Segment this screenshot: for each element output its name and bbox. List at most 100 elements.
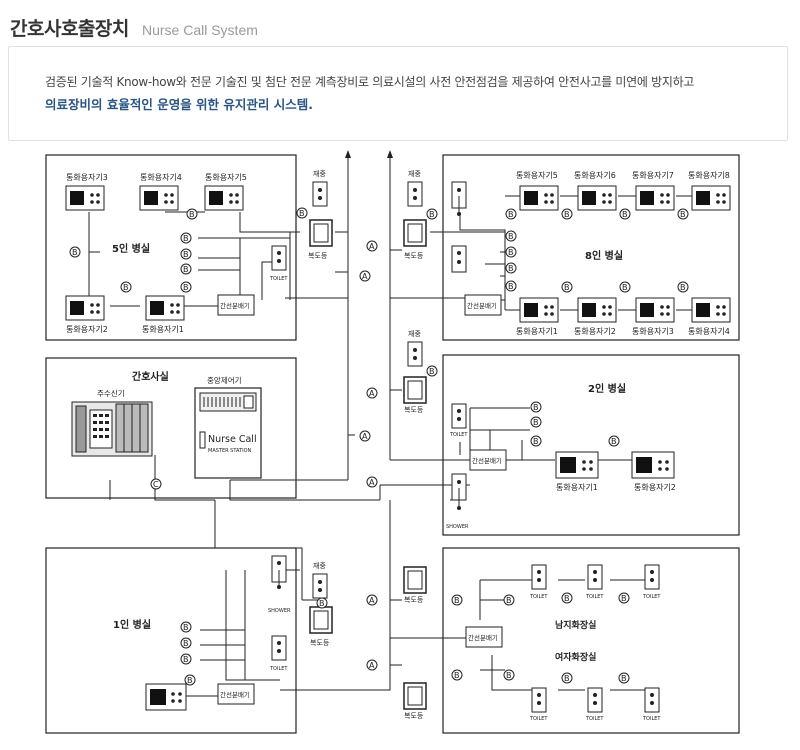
shower-label: SHOWER: [446, 524, 469, 530]
reset-label: 재중: [408, 170, 421, 178]
intercom-station: [65, 295, 105, 321]
svg-text:B: B: [506, 596, 512, 605]
marker-b: B: [677, 208, 689, 220]
marker-b: B: [180, 248, 192, 260]
svg-text:B: B: [454, 671, 460, 680]
svg-text:A: A: [369, 661, 375, 670]
toilet-label: TOILET: [269, 276, 288, 282]
marker-a: A: [359, 270, 371, 282]
svg-text:B: B: [564, 674, 570, 683]
marker-b: B: [618, 672, 630, 684]
marker-b: B: [180, 232, 192, 244]
marker-b: B: [316, 597, 328, 609]
toilet-units: TOILET TOILET TOILET TOILET TOILET TOILE…: [269, 245, 661, 722]
station-label: 통화용자기7: [632, 171, 674, 180]
svg-text:B: B: [564, 210, 570, 219]
svg-text:B: B: [183, 639, 189, 648]
svg-text:B: B: [508, 232, 514, 241]
toilet-label: TOILET: [269, 666, 288, 672]
svg-text:B: B: [680, 210, 686, 219]
junction-label: 간선분배기: [220, 690, 250, 699]
page-title: 간호사호출장치: [10, 18, 129, 40]
room-label-womens-restroom: 여자화장실: [555, 651, 596, 663]
markers: A A A A A A A B B B B B B B B B B B B B …: [69, 207, 689, 686]
svg-text:B: B: [533, 418, 539, 427]
corridor-lamp-label: 복도등: [404, 596, 424, 604]
intercom-station: [139, 185, 179, 211]
intro-text: 검증된 기술적 Know-how와 전문 기술진 및 첨단 전문 계측장비로 의…: [45, 75, 695, 89]
wiring: [88, 155, 692, 697]
svg-text:B: B: [429, 367, 435, 376]
room-label-ward2: 2인 병실: [588, 382, 626, 395]
intercom-station: [691, 185, 731, 211]
marker-b: B: [505, 246, 517, 258]
station-label: 통화용자기1: [516, 327, 558, 336]
room-ward5: [45, 154, 297, 341]
station-label: 통화용자기4: [688, 327, 730, 336]
junction-boxes: 간선분배기 간선분배기 간선분배기 간선분배기 간선분배기: [217, 294, 507, 705]
room-label-ward8: 8인 병실: [585, 249, 623, 262]
main-receiver: [71, 401, 153, 457]
intercom-station: [65, 185, 105, 211]
marker-b: B: [180, 621, 192, 633]
marker-a: A: [366, 476, 378, 488]
marker-b: B: [505, 208, 517, 220]
intercom-station: [204, 185, 244, 211]
intercom-station: [519, 185, 559, 211]
svg-text:B: B: [508, 264, 514, 273]
svg-text:B: B: [189, 210, 195, 219]
junction-label: 간선분배기: [220, 301, 250, 310]
svg-text:B: B: [533, 403, 539, 412]
station-label: 통화용자기1: [556, 483, 598, 492]
ward8-stations: 통화용자기5 통화용자기6 통화용자기7 통화용자기8 통화용자기1 통화용자기…: [516, 171, 731, 336]
toilet-label: TOILET: [529, 594, 548, 600]
intercom-station: [635, 185, 675, 211]
svg-text:B: B: [299, 209, 305, 218]
central-controller: [194, 387, 262, 479]
marker-a: A: [366, 240, 378, 252]
intercom-station: [691, 297, 731, 323]
room-ward2: [442, 354, 740, 536]
svg-text:B: B: [508, 248, 514, 257]
intercom-station: [635, 297, 675, 323]
station-label: 통화용자기3: [632, 327, 674, 336]
marker-b: B: [505, 262, 517, 274]
station-label: 통화용자기6: [574, 171, 616, 180]
room-ward8: [442, 154, 740, 341]
station-label: 통화용자기1: [142, 325, 184, 334]
shower-units: SHOWER SHOWER: [268, 181, 469, 614]
marker-b: B: [530, 416, 542, 428]
marker-b: B: [451, 669, 463, 681]
station-label: 통화용자기2: [574, 327, 616, 336]
toilet-label: TOILET: [529, 716, 548, 722]
svg-text:B: B: [533, 437, 539, 446]
central-controller-label: 중앙제어기: [207, 375, 242, 385]
svg-text:B: B: [564, 283, 570, 292]
marker-b: B: [69, 246, 81, 258]
svg-text:C: C: [153, 480, 159, 489]
room-label-ward1: 1인 병실: [113, 618, 151, 631]
svg-text:B: B: [183, 234, 189, 243]
intercom-station: [577, 185, 617, 211]
svg-text:B: B: [622, 210, 628, 219]
reset-label: 재중: [313, 562, 326, 570]
page-subtitle: Nurse Call System: [141, 22, 258, 38]
marker-b: B: [619, 281, 631, 293]
intercom-station: [555, 451, 599, 479]
marker-a: A: [366, 387, 378, 399]
marker-b: B: [426, 208, 438, 220]
toilet-label: TOILET: [642, 716, 661, 722]
corridor-lamp-label: 복도등: [404, 712, 424, 720]
master-station-text: MASTER STATION: [208, 448, 252, 454]
station-label: 통화용자기5: [205, 173, 247, 182]
svg-text:B: B: [319, 599, 325, 608]
svg-text:B: B: [622, 283, 628, 292]
intro-highlight: 의료장비의 효율적인 운영을 위한 유지관리 시스템.: [45, 97, 314, 112]
marker-b: B: [184, 674, 196, 686]
svg-text:B: B: [187, 676, 193, 685]
corridor-lamp-label: 복도등: [404, 406, 424, 414]
marker-a: A: [359, 430, 371, 442]
intercom-station: [145, 295, 185, 321]
marker-b: B: [120, 281, 132, 293]
